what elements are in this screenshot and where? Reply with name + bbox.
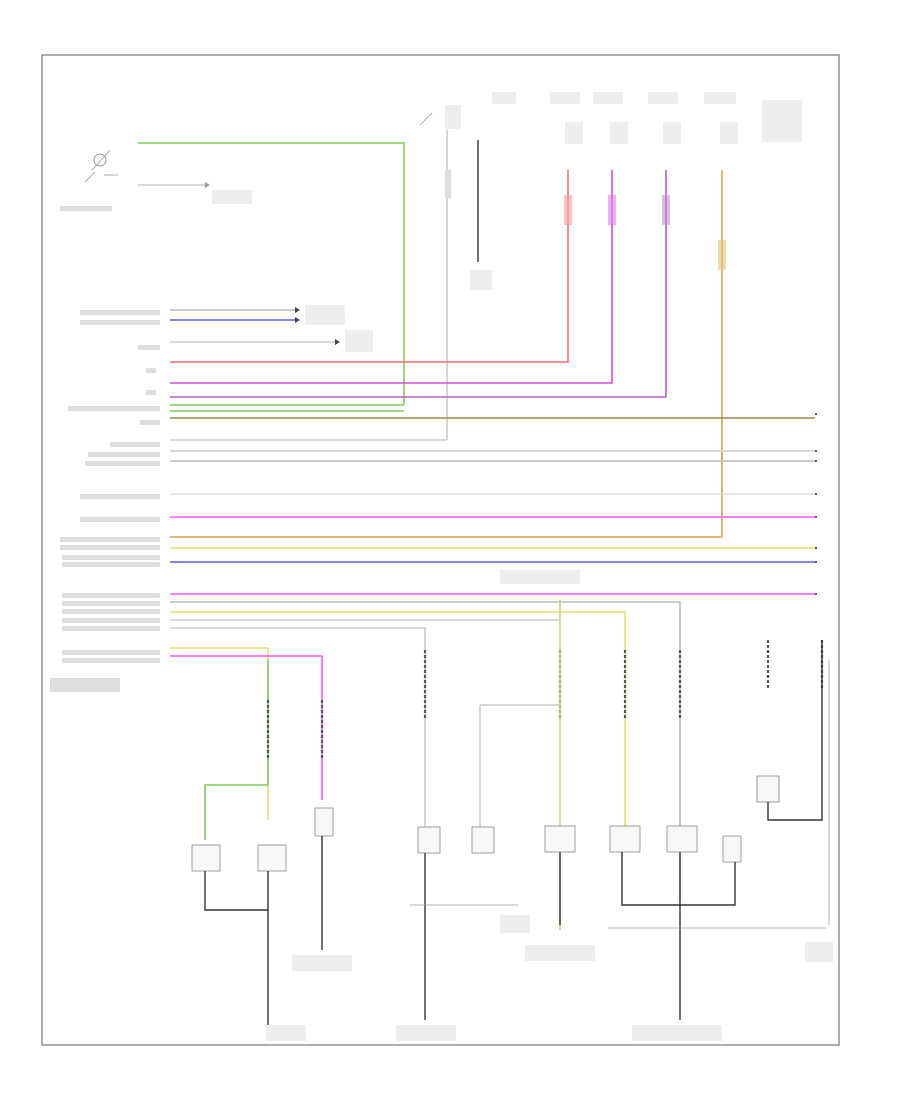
lamp-components xyxy=(191,775,780,872)
wire-red xyxy=(170,170,569,363)
headlamp-switch xyxy=(60,149,118,211)
wire-magenta xyxy=(170,170,613,384)
wire-green-switch xyxy=(138,142,405,405)
bcm-connector-labels xyxy=(50,310,160,692)
wire-tan xyxy=(170,170,723,538)
diagram-frame xyxy=(41,54,840,1046)
wire-violet xyxy=(170,170,667,398)
